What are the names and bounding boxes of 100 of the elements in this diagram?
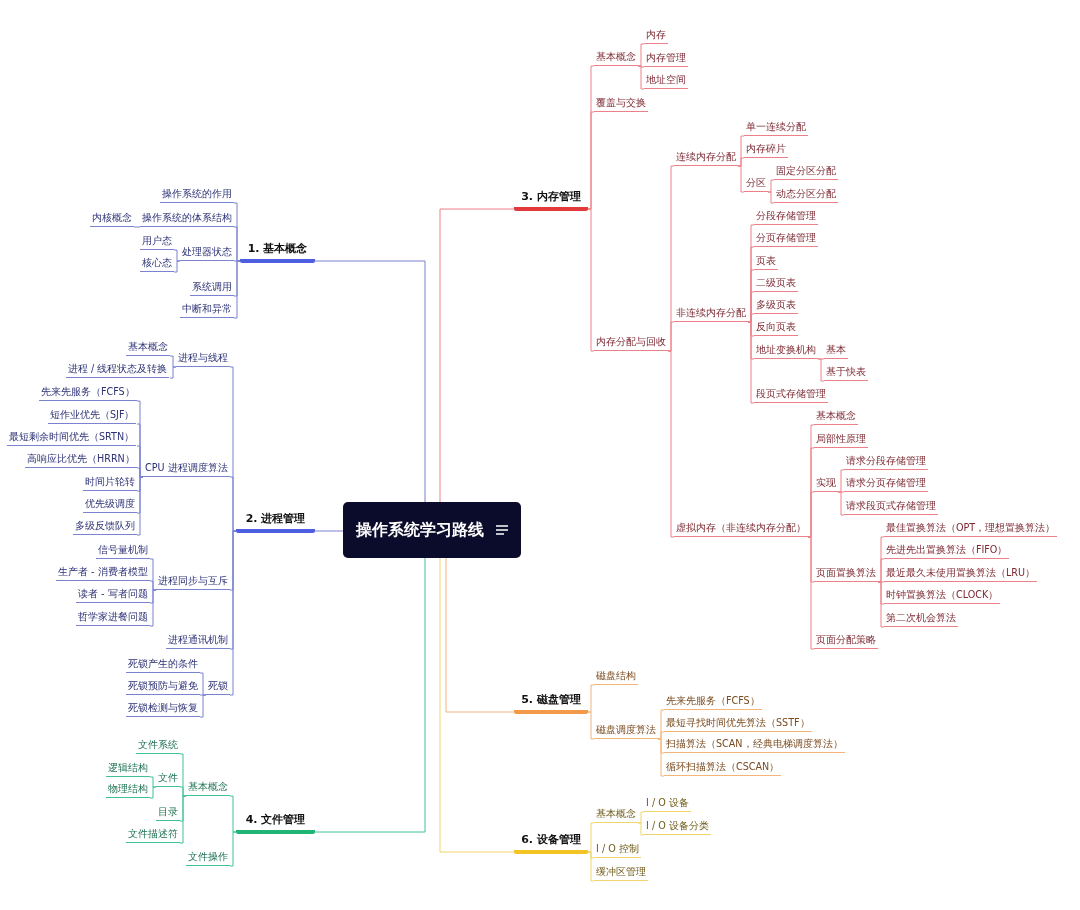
- topic-label: 实现: [814, 474, 838, 492]
- topic-label: 请求分页存储管理: [844, 474, 928, 492]
- branch-topic: 4. 文件管理: [236, 810, 315, 834]
- connector-line: [173, 260, 181, 273]
- topic-label: I / O 设备: [644, 794, 691, 812]
- connector-line: [169, 366, 177, 379]
- connector-line: [587, 711, 595, 740]
- connector-line: [637, 43, 645, 67]
- connector-line: [314, 260, 426, 503]
- topic-label: 读者 - 写者问题: [76, 585, 150, 603]
- connector-line: [807, 536, 815, 650]
- topic-label: 页面置换算法: [814, 564, 878, 582]
- topic-label: 第二次机会算法: [884, 609, 958, 627]
- connector-line: [587, 111, 595, 210]
- connector-line: [233, 260, 241, 319]
- connector-line: [767, 179, 775, 193]
- connector-line: [877, 581, 885, 628]
- connector-line: [445, 557, 515, 713]
- branch-topic: 5. 磁盘管理: [514, 690, 588, 714]
- connector-line: [837, 469, 845, 493]
- branch-topic: 1. 基本概念: [240, 239, 315, 263]
- topic-label: 非连续内存分配: [674, 304, 748, 322]
- connector-line: [149, 589, 157, 627]
- topic-label: 死锁: [206, 677, 230, 695]
- topic-label: 固定分区分配: [774, 162, 838, 180]
- topic-label: 用户态: [140, 232, 174, 250]
- topic-label: 连续内存分配: [674, 148, 738, 166]
- connector-line: [747, 313, 755, 323]
- connector-line: [229, 831, 237, 867]
- connector-line: [314, 557, 426, 833]
- topic-label: 最短剩余时间优先（SRTN）: [7, 428, 137, 446]
- connector-line: [587, 208, 595, 352]
- topic-label: 死锁产生的条件: [126, 655, 200, 673]
- topic-label: 缓冲区管理: [594, 863, 648, 881]
- branch-topic: 6. 设备管理: [514, 830, 588, 854]
- connector-line: [817, 358, 825, 382]
- topic-label: I / O 控制: [594, 840, 641, 858]
- topic-label: 高响应比优先（HRRN）: [25, 450, 137, 468]
- topic-label: 基本概念: [594, 48, 638, 66]
- topic-label: 中断和异常: [180, 300, 234, 318]
- topic-label: 文件系统: [136, 736, 180, 754]
- topic-label: 基本概念: [594, 805, 638, 823]
- topic-label: 二级页表: [754, 274, 798, 292]
- topic-label: 内存分配与回收: [594, 333, 668, 351]
- connector-line: [179, 795, 187, 844]
- connector-line: [136, 467, 144, 478]
- topic-label: 文件: [156, 769, 180, 787]
- topic-label: 虚拟内存（非连续内存分配）: [674, 519, 808, 537]
- topic-label: I / O 设备分类: [644, 817, 711, 835]
- topic-label: 地址空间: [644, 71, 688, 89]
- topic-label: 信号量机制: [96, 541, 150, 559]
- topic-label: 文件操作: [186, 848, 230, 866]
- topic-label: 最短寻找时间优先算法（SSTF）: [664, 714, 812, 732]
- connector-line: [877, 558, 885, 583]
- connector-line: [637, 811, 645, 824]
- connector-line: [173, 249, 181, 262]
- connector-line: [199, 672, 207, 696]
- topic-label: 内存管理: [644, 49, 688, 67]
- connector-line: [767, 191, 775, 204]
- topic-label: 循环扫描算法（CSCAN）: [664, 758, 782, 776]
- topic-label: 基本概念: [186, 778, 230, 796]
- topic-label: 内存: [644, 26, 668, 44]
- connector-line: [149, 580, 157, 591]
- topic-label: 先来先服务（FCFS）: [664, 692, 762, 710]
- topic-label: 基本概念: [814, 407, 858, 425]
- topic-label: 页面分配策略: [814, 631, 878, 649]
- connector-line: [587, 684, 595, 713]
- topic-label: 反向页表: [754, 318, 798, 336]
- branch-topic: 3. 内存管理: [514, 187, 588, 211]
- connector-line: [587, 822, 595, 853]
- topic-label: 短作业优先（SJF）: [48, 406, 137, 424]
- topic-label: CPU 进程调度算法: [143, 459, 230, 477]
- connector-line: [637, 65, 645, 90]
- connector-line: [439, 557, 515, 853]
- topic-label: 段页式存储管理: [754, 385, 828, 403]
- topic-label: 时钟置换算法（CLOCK）: [884, 586, 1001, 604]
- topic-label: 多级反馈队列: [73, 517, 137, 535]
- connector-line: [229, 476, 237, 532]
- topic-label: 动态分区分配: [774, 185, 838, 203]
- topic-label: 基于快表: [824, 363, 868, 381]
- topic-label: 时间片轮转: [83, 473, 137, 491]
- topic-label: 分段存储管理: [754, 207, 818, 225]
- topic-label: 磁盘结构: [594, 667, 638, 685]
- topic-label: 地址变换机构: [754, 341, 818, 359]
- topic-label: 多级页表: [754, 296, 798, 314]
- topic-label: 操作系统的作用: [160, 185, 234, 203]
- title-text: 操作系统学习路线: [356, 520, 484, 540]
- connector-line: [657, 738, 665, 777]
- topic-label: 请求分段存储管理: [844, 452, 928, 470]
- topic-label: 分区: [744, 174, 768, 192]
- topic-label: 进程与线程: [176, 349, 230, 367]
- connector-line: [439, 208, 515, 503]
- connector-line: [199, 694, 207, 718]
- connector-line: [133, 226, 141, 228]
- topic-label: 死锁预防与避免: [126, 677, 200, 695]
- topic-label: 物理结构: [106, 780, 150, 798]
- topic-label: 基本概念: [126, 338, 170, 356]
- topic-label: 最佳置换算法（OPT，理想置换算法）: [884, 519, 1058, 537]
- topic-label: 页表: [754, 252, 778, 270]
- connector-line: [667, 350, 675, 538]
